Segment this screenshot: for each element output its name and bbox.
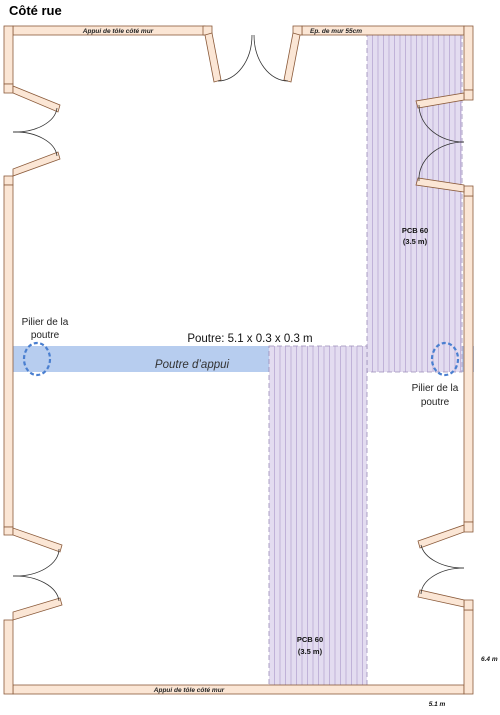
pcb-top-name: PCB 60 [402,226,428,235]
beam-name-label: Poutre d’appui [155,359,230,371]
wall-thickness-label: Ep. de mur 55cm [310,28,362,35]
appui-bottom-label: Appui de tôle côté mur [153,687,225,694]
pillar-left-label-line1: Pilier de la [22,317,69,328]
pcb-panel-top [366,32,463,373]
pillar-left-label-line2: poutre [31,330,60,341]
pillar-right-label-line1: Pilier de la [412,383,459,394]
beam-dimensions-label: Poutre: 5.1 x 0.3 x 0.3 m [187,333,312,345]
pcb-panel-bottom [268,345,368,690]
pcb-bottom-length: (3.5 m) [298,647,323,656]
door-left-lower [12,527,63,621]
pillar-left-marker [22,341,52,377]
wall-bottom [12,684,465,695]
pillar-right-label-line2: poutre [421,397,450,408]
width-dimension-label: 5.1 m [429,701,446,708]
pcb-bottom-name: PCB 60 [297,635,323,644]
height-dimension-label: 6.4 m [481,656,498,663]
pcb-top-length: (3.5 m) [403,237,428,246]
door-right-lower [417,521,474,611]
plan-title: Côté rue [9,3,62,18]
appui-top-label: Appui de tôle côté mur [82,28,154,35]
door-top [202,25,303,83]
wall-left [3,25,14,695]
wall-top [12,25,465,36]
pillar-right-marker [430,341,460,377]
wall-right [463,25,474,695]
door-right-upper [415,89,474,197]
door-left-upper [12,85,61,177]
